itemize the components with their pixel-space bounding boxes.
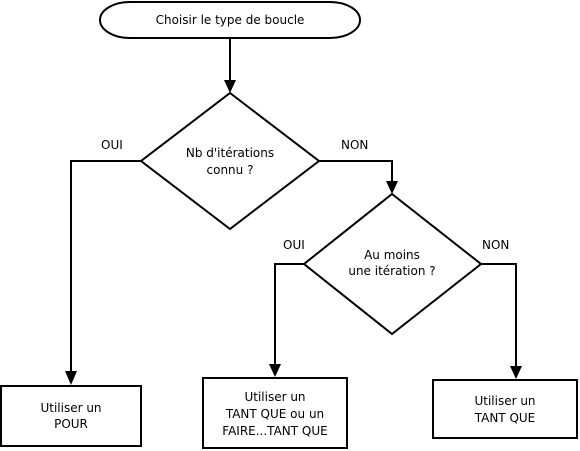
decision2-no-label: NON (482, 238, 509, 252)
start-label: Choisir le type de boucle (156, 13, 305, 27)
edge-decision1-yes (70, 160, 141, 373)
decision1-no-label: NON (341, 138, 368, 152)
decision1-diamond (139, 91, 321, 231)
decision2-diamond (302, 192, 483, 336)
decision2-yes-label: OUI (283, 238, 305, 252)
result-pour-line1: Utiliser un (40, 401, 101, 415)
result-tantque-faire-node: Utiliser un TANT QUE ou un FAIRE...TANT … (202, 377, 348, 449)
arrowhead-tantque-faire (269, 364, 281, 377)
edge-decision1-no (319, 160, 393, 183)
result-tantque-faire-line3: FAIRE...TANT QUE (222, 424, 327, 438)
edge-labels: OUI NON OUI NON (101, 138, 509, 252)
result-tantque-faire-line2: TANT QUE ou un (225, 407, 324, 421)
arrowhead-decision2 (386, 181, 398, 194)
start-node: Choisir le type de boucle (99, 1, 361, 39)
arrowhead-decision1 (224, 80, 236, 93)
result-tantque-line2: TANT QUE (474, 411, 536, 425)
arrowhead-pour (65, 371, 77, 385)
result-pour-node: Utiliser un POUR (0, 385, 142, 447)
decision2-label-line1: Au moins (364, 248, 420, 262)
result-tantque-box (432, 379, 578, 439)
result-tantque-faire-line1: Utiliser un (244, 390, 305, 404)
connectors (65, 38, 522, 385)
decision1-node: Nb d'itérations connu ? (139, 91, 321, 231)
edge-decision2-no (481, 263, 517, 368)
decision2-label-line2: une itération ? (348, 264, 435, 278)
decision1-label-line1: Nb d'itérations (186, 146, 274, 160)
result-pour-line2: POUR (54, 417, 88, 431)
result-tantque-node: Utiliser un TANT QUE (432, 379, 578, 439)
decision1-label-line2: connu ? (207, 163, 254, 177)
result-tantque-faire-box (202, 377, 348, 449)
edge-decision2-yes (274, 263, 304, 366)
result-tantque-line1: Utiliser un (474, 394, 535, 408)
result-pour-box (0, 385, 142, 447)
start-terminal (99, 1, 361, 39)
decision1-yes-label: OUI (101, 138, 123, 152)
arrowhead-tantque (510, 366, 522, 379)
decision2-node: Au moins une itération ? (302, 192, 483, 336)
